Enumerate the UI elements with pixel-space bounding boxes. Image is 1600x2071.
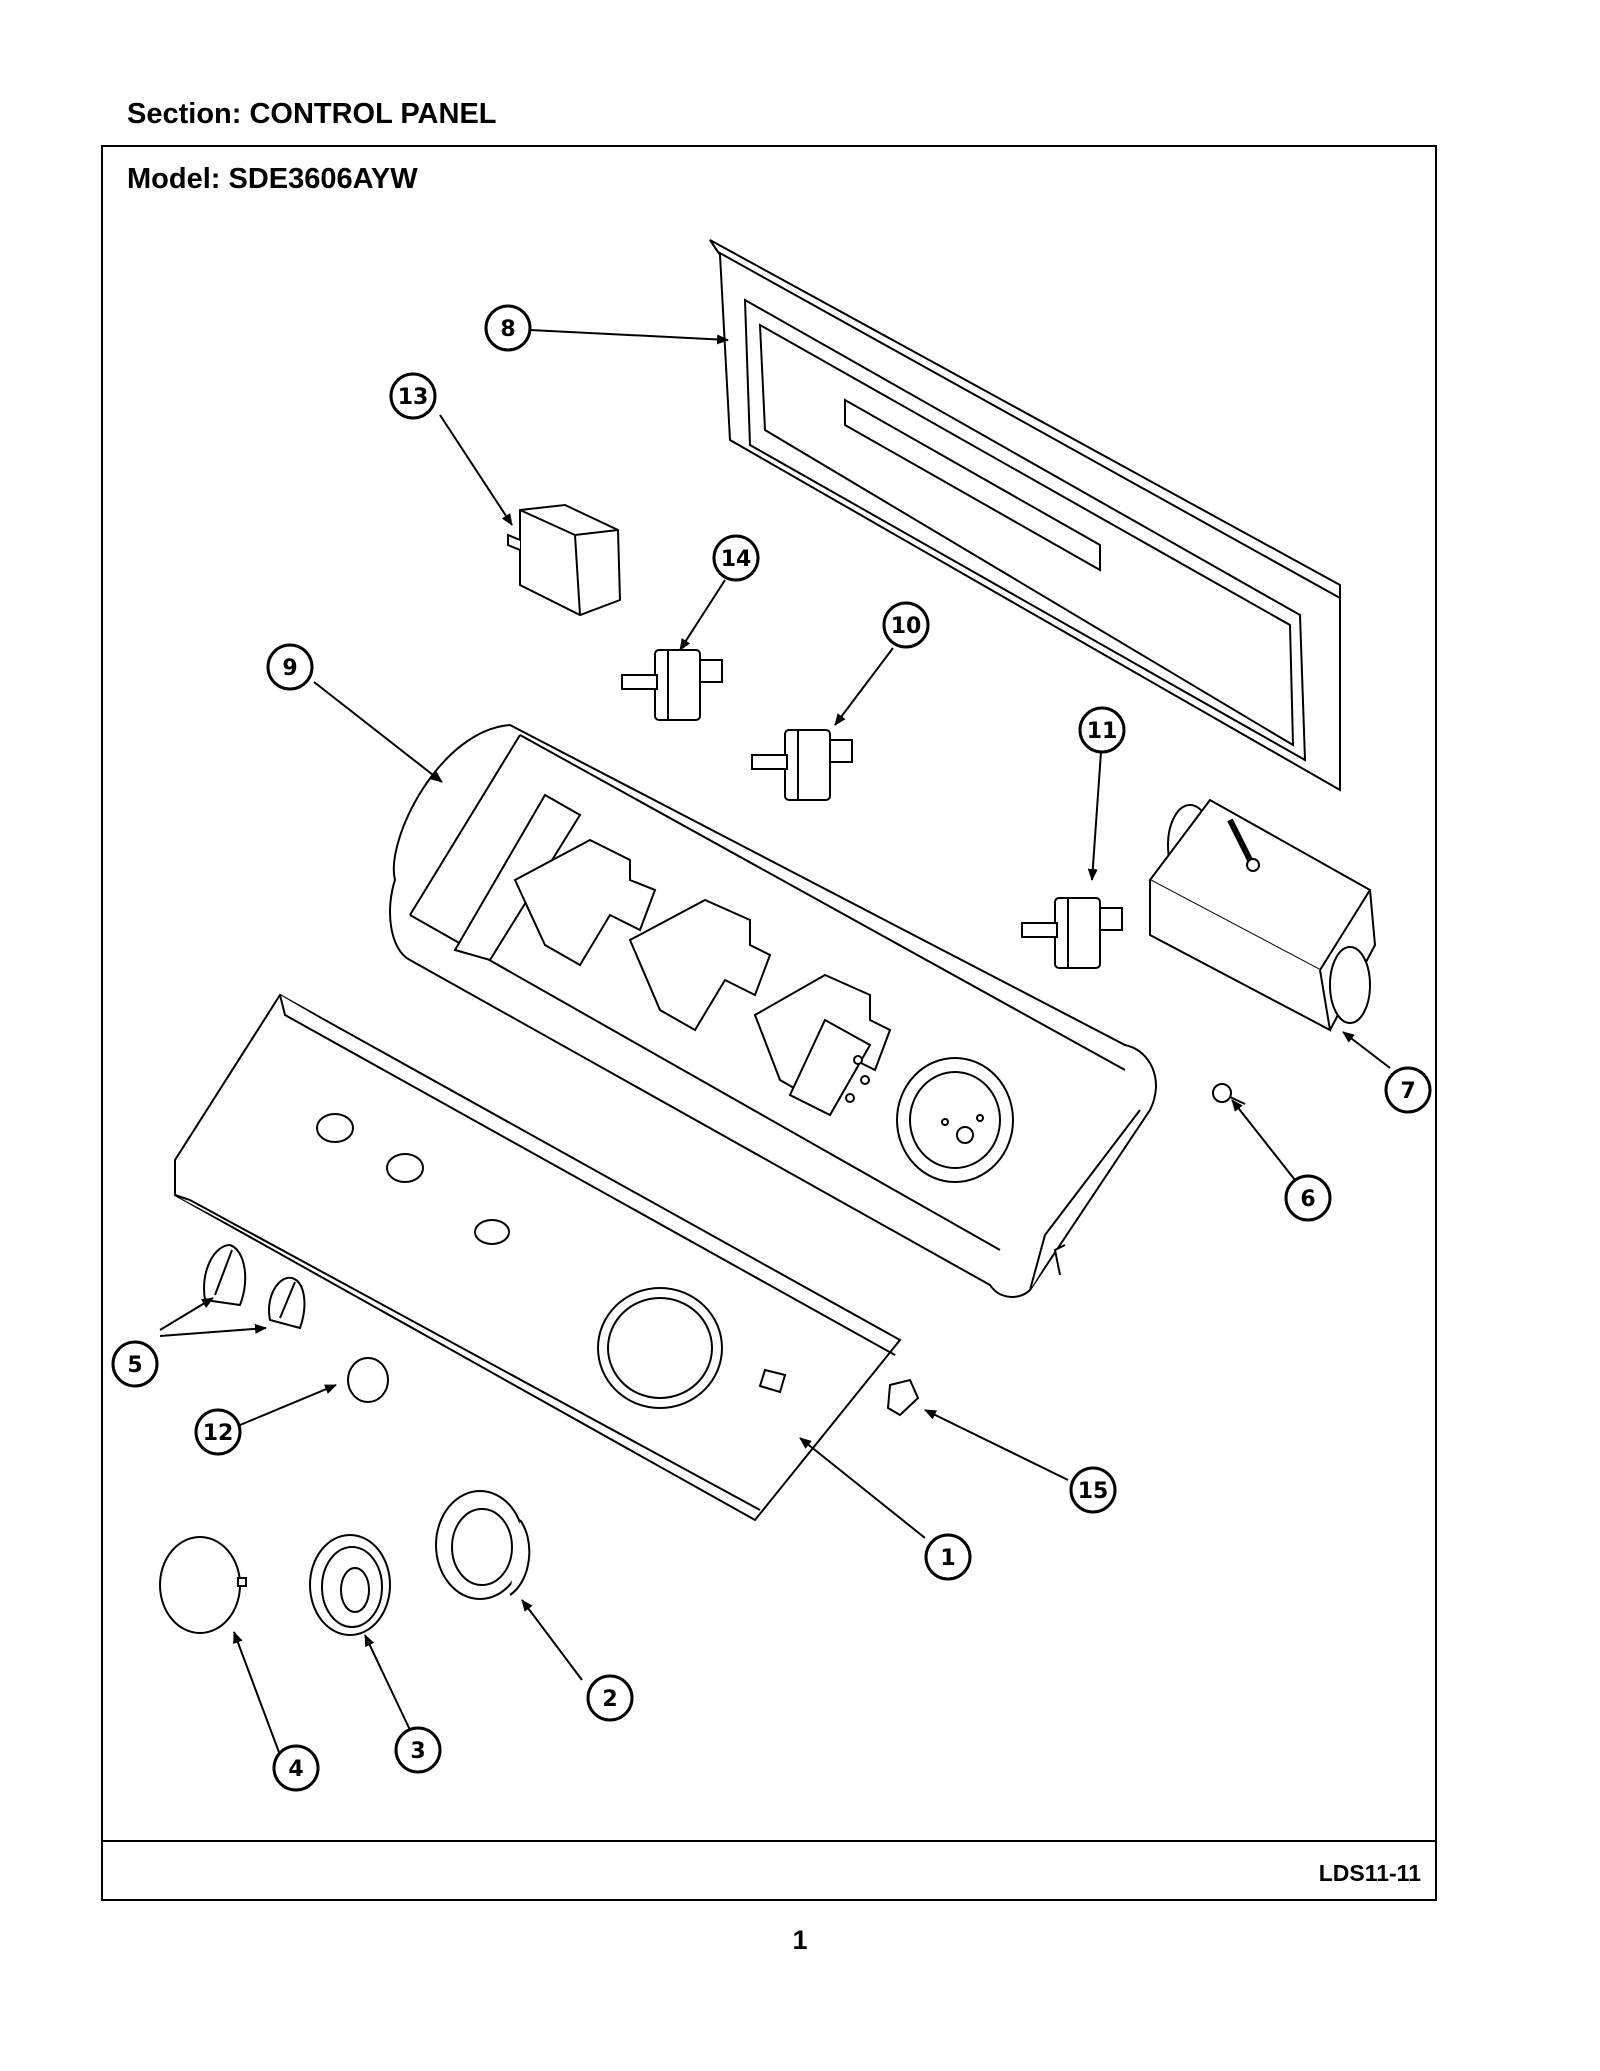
svg-text:9: 9	[282, 656, 297, 681]
svg-text:1: 1	[940, 1546, 955, 1571]
callout-11: 11	[1078, 706, 1126, 754]
part-5-knobs	[203, 1243, 306, 1330]
svg-text:12: 12	[203, 1421, 234, 1446]
svg-text:13: 13	[398, 385, 429, 410]
callout-9: 9	[266, 643, 314, 691]
model-label: Model: SDE3606AYW	[127, 163, 418, 195]
section-title: Section: CONTROL PANEL	[127, 98, 497, 130]
part-2-bezel	[435, 1490, 531, 1600]
svg-text:6: 6	[1300, 1187, 1315, 1212]
part-6-screw	[1212, 1083, 1246, 1105]
part-12-lens	[347, 1357, 389, 1403]
svg-text:15: 15	[1078, 1479, 1109, 1504]
svg-text:14: 14	[721, 547, 752, 572]
part-13-control-module	[507, 503, 622, 617]
part-11-switch	[1021, 897, 1123, 969]
svg-text:3: 3	[410, 1739, 425, 1764]
svg-text:8: 8	[500, 317, 515, 342]
part-7-timer	[1148, 798, 1377, 1032]
callout-4: 4	[272, 1744, 320, 1792]
callout-5: 5	[111, 1340, 159, 1388]
part-15-clip	[886, 1378, 920, 1417]
leader-lines	[159, 329, 1391, 1756]
callout-14: 14	[712, 534, 760, 582]
svg-text:4: 4	[288, 1757, 303, 1782]
svg-text:7: 7	[1400, 1079, 1415, 1104]
svg-text:5: 5	[127, 1353, 142, 1378]
callout-7: 7	[1384, 1066, 1432, 1114]
part-1-control-panel	[174, 993, 902, 1522]
callout-1: 1	[924, 1533, 972, 1581]
callout-2: 2	[586, 1674, 634, 1722]
callout-10: 10	[882, 601, 930, 649]
document-code: LDS11-11	[1318, 1860, 1421, 1886]
svg-text:2: 2	[602, 1687, 617, 1712]
part-9-console-housing	[389, 723, 1157, 1298]
svg-text:11: 11	[1087, 719, 1118, 744]
part-8-graphic-panel	[709, 239, 1341, 792]
callout-3: 3	[394, 1726, 442, 1774]
part-3-dial	[309, 1534, 391, 1636]
part-10-switch	[751, 729, 853, 801]
part-14-switch	[621, 649, 723, 721]
callout-13: 13	[389, 372, 437, 420]
callout-12: 12	[194, 1408, 242, 1456]
part-4-cap	[159, 1536, 247, 1634]
svg-text:10: 10	[891, 614, 922, 639]
callout-8: 8	[484, 304, 532, 352]
footer-divider	[103, 1840, 1435, 1842]
callout-15: 15	[1069, 1466, 1117, 1514]
page-number: 1	[792, 1925, 808, 1955]
callout-6: 6	[1284, 1174, 1332, 1222]
diagram-frame: Model: SDE3606AYW LDS11-11	[101, 145, 1437, 1901]
